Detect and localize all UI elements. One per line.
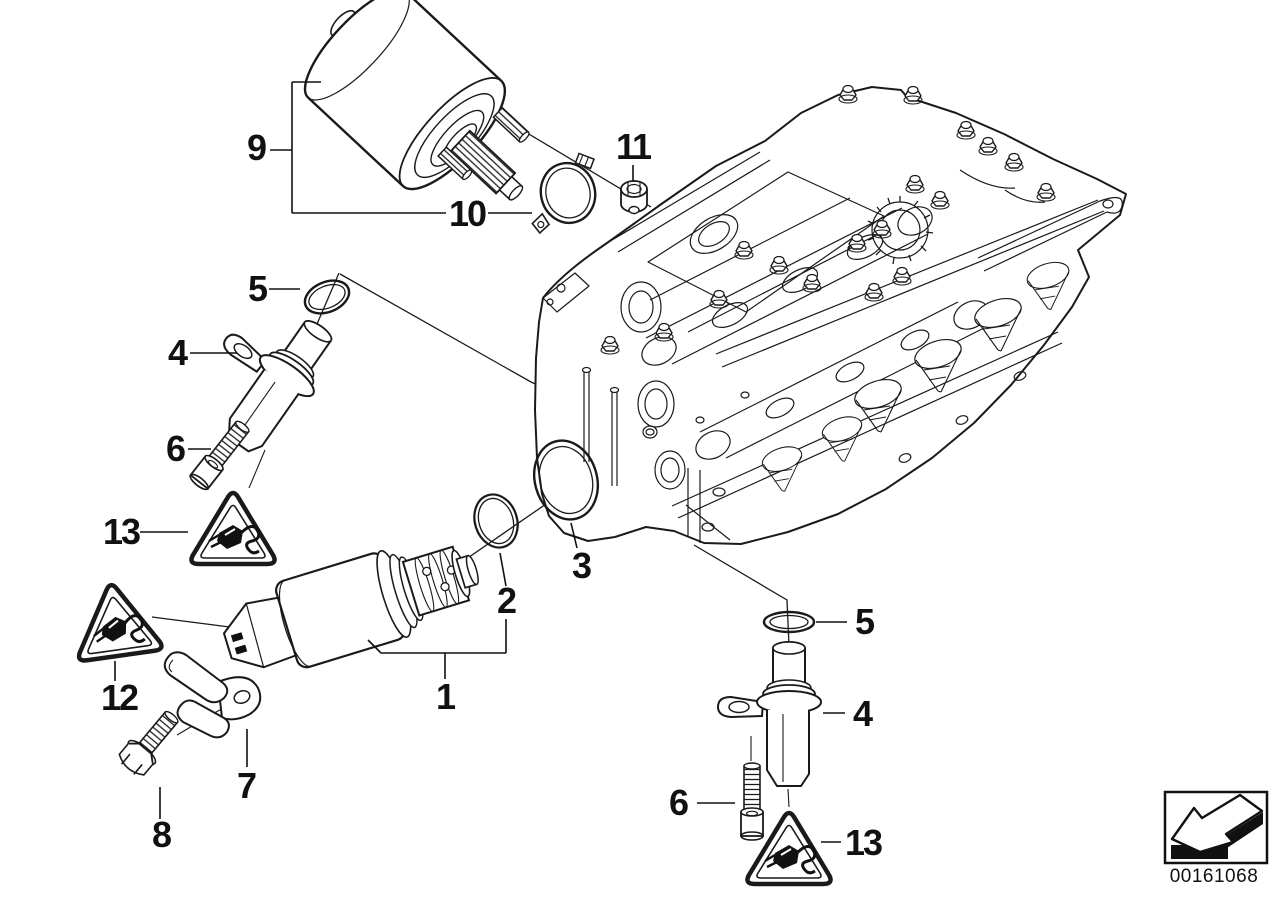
callout-3[interactable]: 3 — [571, 545, 592, 586]
callout-6-right[interactable]: 6 — [668, 782, 689, 823]
callout-5-right[interactable]: 5 — [854, 601, 875, 642]
o-ring-large-drawing — [533, 439, 599, 521]
sensor-screw-right-drawing — [740, 762, 764, 841]
sensor-screw-left-drawing — [187, 416, 254, 493]
callout-13-left[interactable]: 13 — [102, 511, 141, 552]
callout-13-right[interactable]: 13 — [844, 822, 883, 863]
o-ring-sensor-left-drawing — [303, 279, 351, 315]
solenoid-valve-drawing — [222, 545, 479, 669]
callout-5-left[interactable]: 5 — [247, 268, 268, 309]
callout-4-left[interactable]: 4 — [167, 332, 188, 373]
callout-12[interactable]: 12 — [100, 677, 139, 718]
callout-9[interactable]: 9 — [246, 127, 267, 168]
actuator-motor-drawing — [303, 0, 530, 201]
holding-bracket-drawing — [163, 651, 262, 739]
clamp-ring-drawing — [531, 152, 597, 235]
diagram-id: 00161068 — [1169, 866, 1259, 887]
warning-triangle-left-icon — [191, 493, 274, 564]
warning-triangle-plug-icon — [70, 579, 162, 661]
callout-8[interactable]: 8 — [151, 814, 172, 855]
cylinder-head-drawing — [534, 84, 1127, 545]
callout-2[interactable]: 2 — [496, 580, 517, 621]
o-ring-small-drawing — [473, 493, 519, 549]
cap-nut-drawing — [620, 180, 648, 215]
hex-bolt-drawing — [118, 710, 179, 776]
callout-7[interactable]: 7 — [236, 765, 257, 806]
callout-1[interactable]: 1 — [435, 676, 456, 717]
callout-11[interactable]: 11 — [615, 126, 652, 167]
direction-arrow-icon — [1170, 793, 1264, 854]
callout-lines — [114, 81, 847, 843]
callout-10[interactable]: 10 — [448, 193, 487, 234]
callout-4-right[interactable]: 4 — [852, 693, 873, 734]
sealing-ring-right-drawing — [762, 610, 816, 634]
camshaft-sensor-right-drawing — [716, 641, 822, 787]
callout-6-left[interactable]: 6 — [165, 428, 186, 469]
direction-arrow-box — [1163, 790, 1269, 865]
